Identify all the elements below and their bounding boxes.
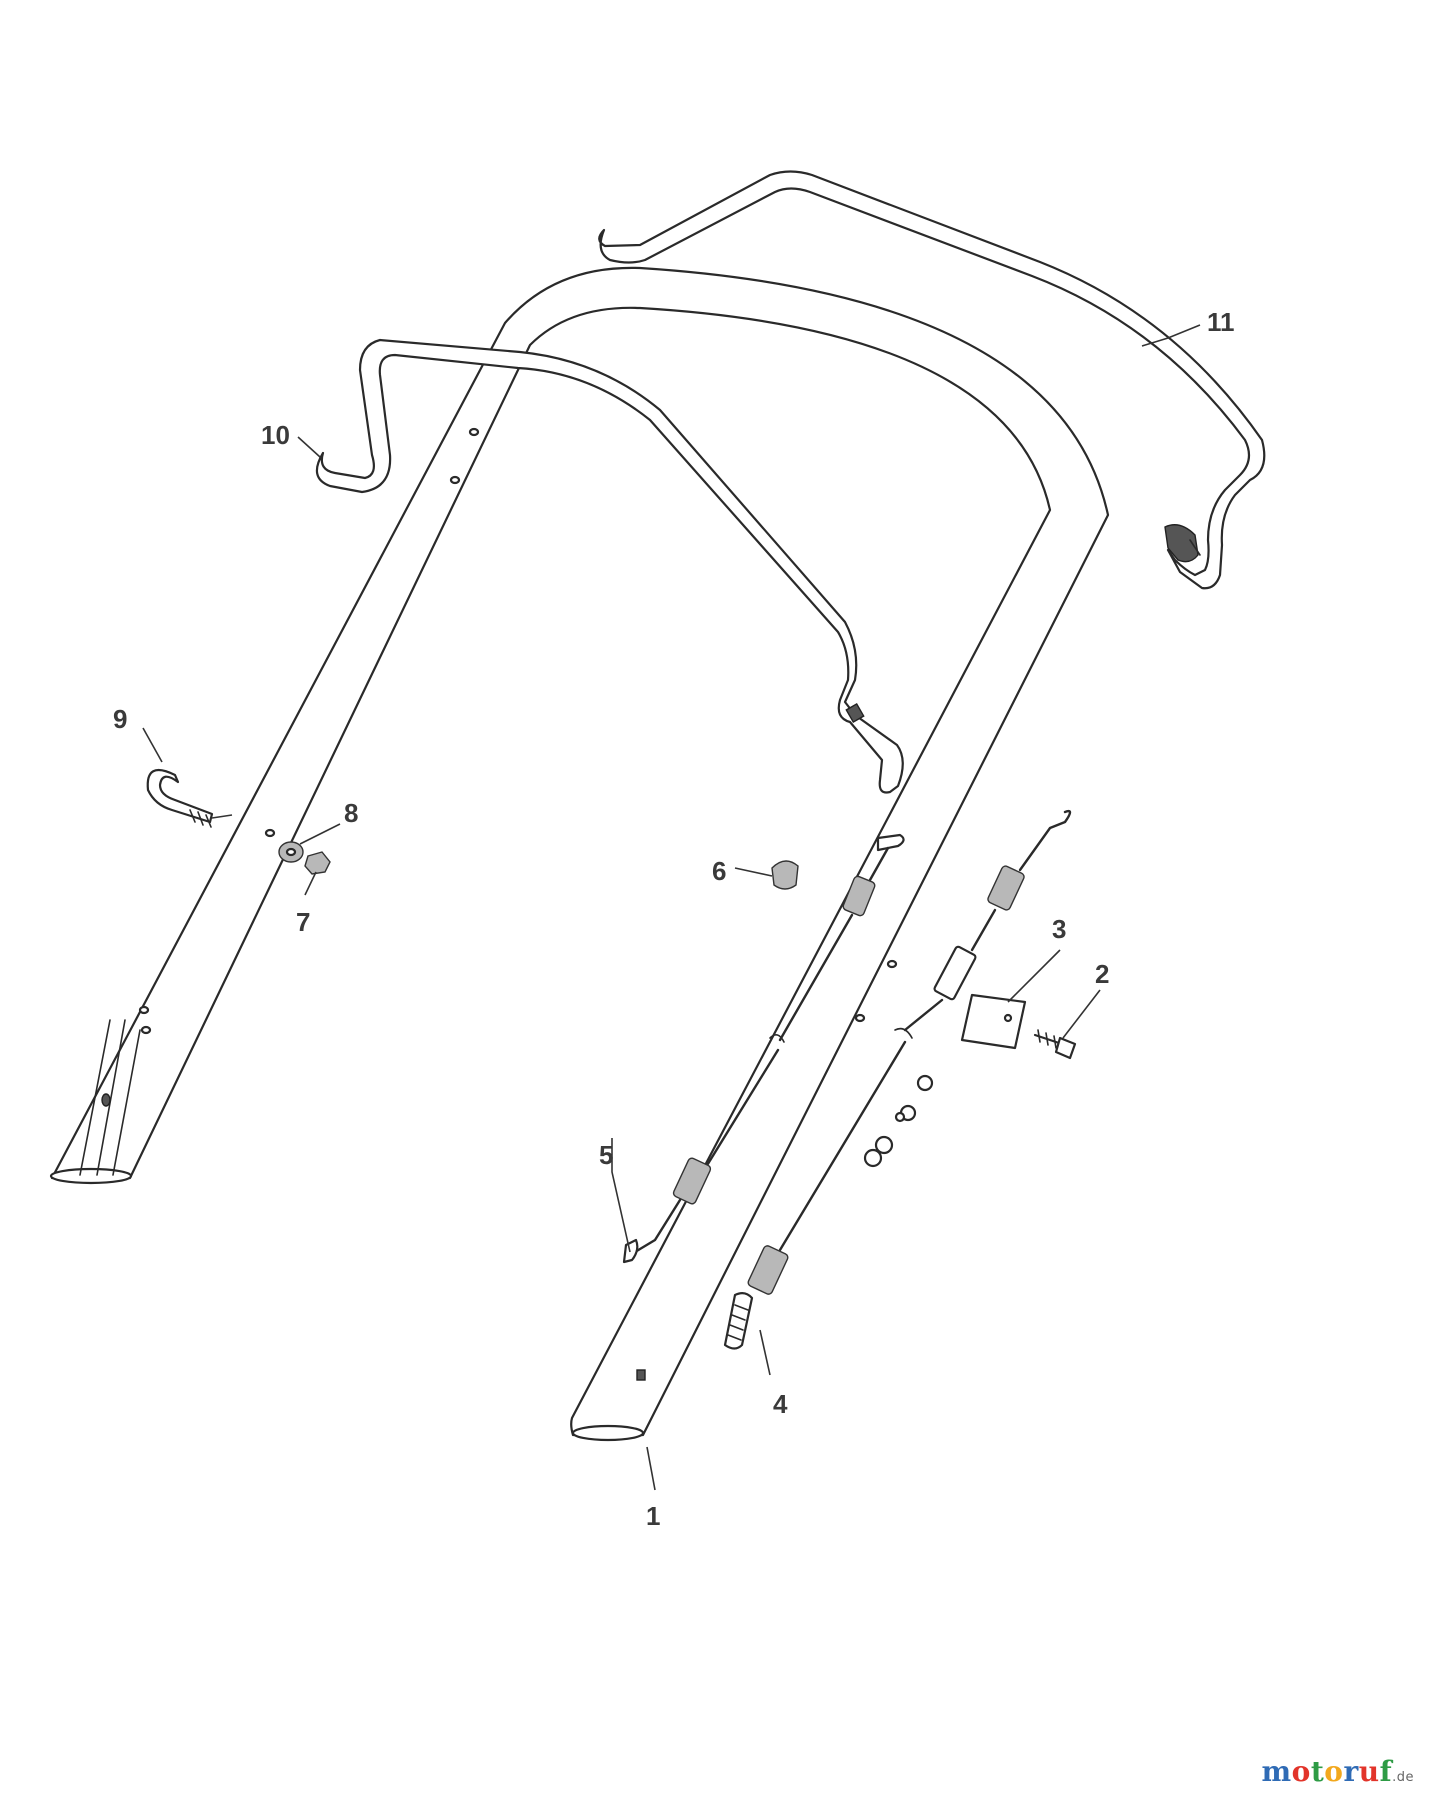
watermark-letter: o [1324,1755,1344,1788]
callout-7: 7 [296,907,310,937]
callout-9: 9 [113,704,127,734]
callout-4: 4 [773,1389,788,1419]
watermark-tld: .de [1392,1770,1414,1785]
watermark-letter: o [1291,1755,1311,1788]
watermark-letter: u [1358,1755,1380,1788]
callout-leaders [142,324,1201,1491]
callout-1: 1 [646,1501,660,1531]
control-cable-left-part [622,833,905,1264]
watermark-letter: f [1379,1755,1393,1788]
watermark-letter: t [1310,1755,1325,1788]
hook-bolt-part [146,768,233,828]
callout-2: 2 [1095,959,1109,989]
washer-set-part [863,1074,934,1168]
drive-cable-right-part [723,809,1072,1350]
screw-part [1033,1029,1077,1060]
watermark-letter: r [1343,1755,1359,1788]
callout-8: 8 [344,798,358,828]
callout-10: 10 [261,420,290,450]
callout-6: 6 [712,856,726,886]
callout-3: 3 [1052,914,1066,944]
bail-bar-lower-part [315,338,904,794]
callout-5: 5 [599,1140,613,1170]
watermark-letter: m [1261,1755,1292,1788]
motoruf-watermark: motoruf.de [1261,1755,1414,1788]
washer-part [278,841,304,863]
cable-clip-part [960,993,1027,1050]
callout-labels: 1 2 3 4 5 6 7 8 9 10 11 [113,307,1235,1531]
callout-11: 11 [1207,307,1235,337]
nut-part [304,851,331,875]
knob-part [771,860,799,890]
bail-bar-upper-part [598,170,1266,590]
handle-main-part [49,266,1110,1442]
